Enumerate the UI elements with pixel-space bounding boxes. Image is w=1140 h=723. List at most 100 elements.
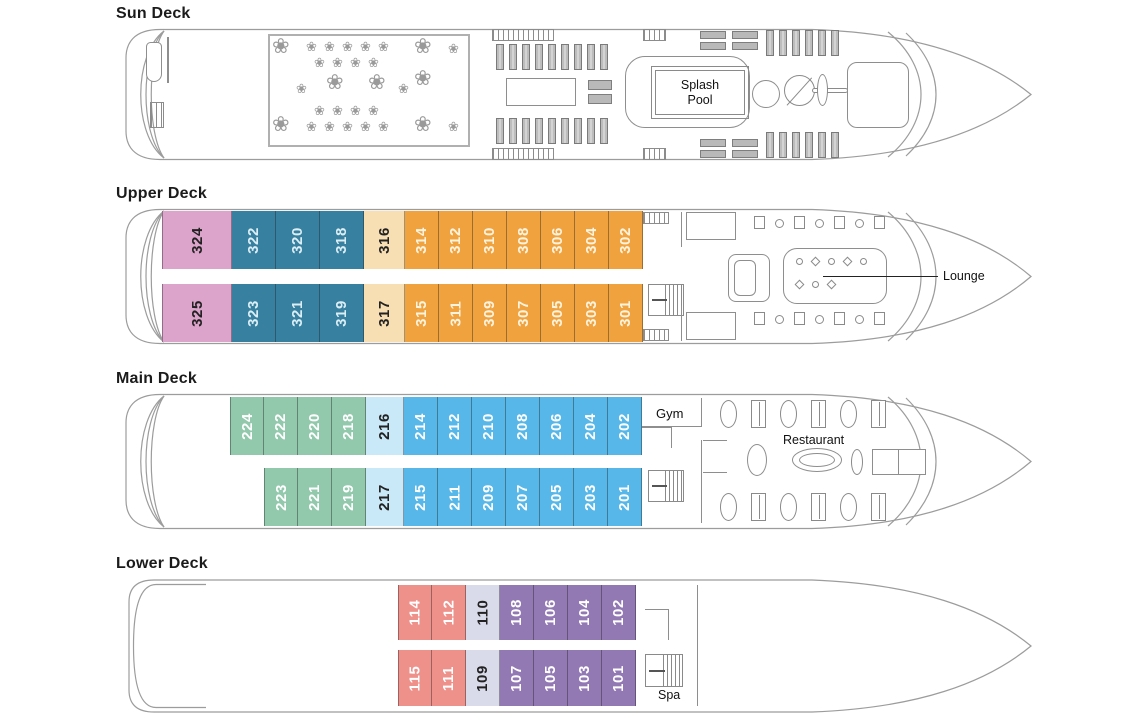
cabin-number: 222 bbox=[271, 412, 289, 440]
rect-table-icon bbox=[811, 493, 826, 521]
cabin-110[interactable]: 110 bbox=[466, 585, 500, 640]
lounge-label: Lounge bbox=[943, 269, 985, 283]
cabin-317[interactable]: 317 bbox=[364, 284, 405, 342]
cabin-220[interactable]: 220 bbox=[298, 397, 332, 455]
cabin-316[interactable]: 316 bbox=[364, 211, 405, 269]
cabin-305[interactable]: 305 bbox=[541, 284, 575, 342]
cabin-107[interactable]: 107 bbox=[500, 650, 534, 706]
cabin-number: 311 bbox=[447, 300, 464, 326]
cabin-325[interactable]: 325 bbox=[162, 284, 232, 342]
dining-table-icon: ❀ bbox=[306, 119, 317, 134]
cabin-319[interactable]: 319 bbox=[320, 284, 364, 342]
cabin-111[interactable]: 111 bbox=[432, 650, 466, 706]
cabin-204[interactable]: 204 bbox=[574, 397, 608, 455]
cabin-210[interactable]: 210 bbox=[472, 397, 506, 455]
lounger-icon bbox=[535, 118, 543, 144]
dining-table-icon: ❀ bbox=[414, 67, 432, 90]
cabin-301[interactable]: 301 bbox=[609, 284, 643, 342]
wall bbox=[703, 472, 727, 473]
cabin-105[interactable]: 105 bbox=[534, 650, 568, 706]
cabin-114[interactable]: 114 bbox=[398, 585, 432, 640]
cabin-101[interactable]: 101 bbox=[602, 650, 636, 706]
cabin-219[interactable]: 219 bbox=[332, 468, 366, 526]
cabin-number: 302 bbox=[616, 226, 634, 254]
cabin-323[interactable]: 323 bbox=[232, 284, 276, 342]
cabin-303[interactable]: 303 bbox=[575, 284, 609, 342]
cabin-312[interactable]: 312 bbox=[439, 211, 473, 269]
cabin-217[interactable]: 217 bbox=[366, 468, 404, 526]
cabin-205[interactable]: 205 bbox=[540, 468, 574, 526]
sun-deck-plan: Sun Deck ❀❀❀❀❀❀❀❀❀❀❀❀❀❀❀❀❀❀❀❀❀❀❀❀❀❀❀❀❀ S… bbox=[116, 5, 1035, 161]
lounger-icon bbox=[766, 30, 774, 56]
cabin-212[interactable]: 212 bbox=[438, 397, 472, 455]
cabin-number: 216 bbox=[375, 412, 393, 440]
cabin-302[interactable]: 302 bbox=[609, 211, 643, 269]
cabin-115[interactable]: 115 bbox=[398, 650, 432, 706]
cabin-number: 210 bbox=[479, 412, 497, 440]
cabin-104[interactable]: 104 bbox=[568, 585, 602, 640]
outdoor-dining-area: ❀❀❀❀❀❀❀❀❀❀❀❀❀❀❀❀❀❀❀❀❀❀❀❀❀❀❀❀❀ bbox=[268, 34, 470, 147]
sunbed-icon bbox=[732, 31, 758, 39]
cabin-314[interactable]: 314 bbox=[405, 211, 439, 269]
cabin-307[interactable]: 307 bbox=[507, 284, 541, 342]
cabin-112[interactable]: 112 bbox=[432, 585, 466, 640]
stairs-icon bbox=[492, 29, 554, 41]
cabin-number: 202 bbox=[615, 412, 633, 440]
cabin-102[interactable]: 102 bbox=[602, 585, 636, 640]
dining-table-icon: ❀ bbox=[342, 39, 353, 54]
cabin-209[interactable]: 209 bbox=[472, 468, 506, 526]
cabin-310[interactable]: 310 bbox=[473, 211, 507, 269]
wall bbox=[701, 440, 702, 523]
lounger-row bbox=[766, 132, 839, 158]
cabin-216[interactable]: 216 bbox=[366, 397, 404, 455]
dining-table-icon: ❀ bbox=[350, 55, 361, 70]
lounger-icon bbox=[496, 118, 504, 144]
lounge-chair-icon bbox=[810, 256, 821, 267]
cabin-321[interactable]: 321 bbox=[276, 284, 320, 342]
cabin-214[interactable]: 214 bbox=[404, 397, 438, 455]
cabin-322[interactable]: 322 bbox=[232, 211, 276, 269]
dining-table-icon: ❀ bbox=[342, 119, 353, 134]
cabin-number: 320 bbox=[288, 226, 306, 254]
cabin-304[interactable]: 304 bbox=[575, 211, 609, 269]
cabin-224[interactable]: 224 bbox=[230, 397, 264, 455]
cabin-215[interactable]: 215 bbox=[404, 468, 438, 526]
cabin-203[interactable]: 203 bbox=[574, 468, 608, 526]
cabin-number: 316 bbox=[375, 226, 393, 254]
cabin-221[interactable]: 221 bbox=[298, 468, 332, 526]
lounger-icon bbox=[548, 44, 556, 70]
wall bbox=[681, 306, 682, 341]
chair-icon bbox=[815, 219, 824, 228]
cabin-108[interactable]: 108 bbox=[500, 585, 534, 640]
cabin-308[interactable]: 308 bbox=[507, 211, 541, 269]
lounger-icon bbox=[509, 44, 517, 70]
cabin-103[interactable]: 103 bbox=[568, 650, 602, 706]
cabin-109[interactable]: 109 bbox=[466, 650, 500, 706]
cabin-311[interactable]: 311 bbox=[439, 284, 473, 342]
cabin-201[interactable]: 201 bbox=[608, 468, 642, 526]
cabin-number: 201 bbox=[615, 483, 633, 511]
dining-table-icon: ❀ bbox=[398, 81, 409, 96]
cabin-218[interactable]: 218 bbox=[332, 397, 366, 455]
cabin-211[interactable]: 211 bbox=[438, 468, 472, 526]
cabin-207[interactable]: 207 bbox=[506, 468, 540, 526]
lounger-icon bbox=[818, 30, 826, 56]
cabin-206[interactable]: 206 bbox=[540, 397, 574, 455]
restaurant-label: Restaurant bbox=[783, 433, 845, 447]
cabin-106[interactable]: 106 bbox=[534, 585, 568, 640]
cabin-320[interactable]: 320 bbox=[276, 211, 320, 269]
cabin-number: 214 bbox=[411, 412, 429, 440]
cabin-315[interactable]: 315 bbox=[405, 284, 439, 342]
table-icon bbox=[588, 94, 612, 104]
cabin-309[interactable]: 309 bbox=[473, 284, 507, 342]
cabin-223[interactable]: 223 bbox=[264, 468, 298, 526]
cabin-222[interactable]: 222 bbox=[264, 397, 298, 455]
cabin-208[interactable]: 208 bbox=[506, 397, 540, 455]
cabin-318[interactable]: 318 bbox=[320, 211, 364, 269]
cabin-202[interactable]: 202 bbox=[608, 397, 642, 455]
cabin-306[interactable]: 306 bbox=[541, 211, 575, 269]
cabin-324[interactable]: 324 bbox=[162, 211, 232, 269]
